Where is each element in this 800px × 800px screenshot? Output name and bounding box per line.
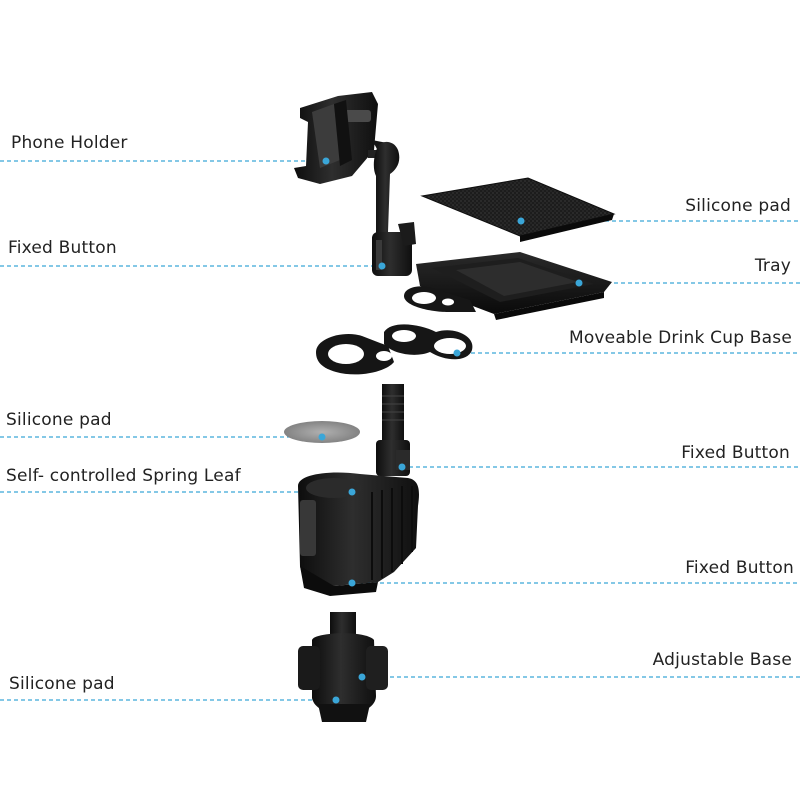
anchor-fixed-button-1: [378, 262, 386, 270]
label-fixed-button-1: Fixed Button: [8, 238, 117, 258]
label-tray: Tray: [754, 256, 791, 276]
anchor-silicone-pad-1: [318, 433, 326, 441]
label-spring-leaf: Self- controlled Spring Leaf: [6, 466, 241, 486]
label-silicone-pad-1: Silicone pad: [6, 410, 112, 430]
anchor-fixed-button-3: [348, 579, 356, 587]
silicone-pad-disc: [284, 421, 360, 443]
tray-silicone-pad-part: [420, 177, 616, 242]
anchor-silicone-pad-3: [332, 696, 340, 704]
label-silicone-pad-2: Silicone pad: [685, 196, 791, 216]
anchor-tray: [575, 279, 583, 287]
arm-part: [372, 141, 416, 276]
anchor-silicone-pad-2: [517, 217, 525, 225]
moveable-cup-base-part: [316, 324, 473, 375]
label-phone-holder: Phone Holder: [11, 133, 128, 153]
shaft-part: [376, 384, 410, 476]
anchor-spring-leaf: [348, 488, 356, 496]
label-silicone-pad-3: Silicone pad: [9, 674, 115, 694]
anchor-fixed-button-2: [398, 463, 406, 471]
label-moveable-base: Moveable Drink Cup Base: [568, 328, 792, 348]
cup-body-part: [298, 472, 419, 596]
label-adjustable-base: Adjustable Base: [652, 650, 792, 670]
label-fixed-button-3: Fixed Button: [685, 558, 794, 578]
phone-holder-part: [294, 92, 398, 184]
label-fixed-button-2: Fixed Button: [681, 443, 790, 463]
anchor-adjustable-base: [358, 673, 366, 681]
anchor-phone-holder: [322, 157, 330, 165]
anchor-moveable-base: [453, 349, 461, 357]
adjustable-base-part: [298, 612, 388, 722]
tray-part: [404, 252, 612, 320]
